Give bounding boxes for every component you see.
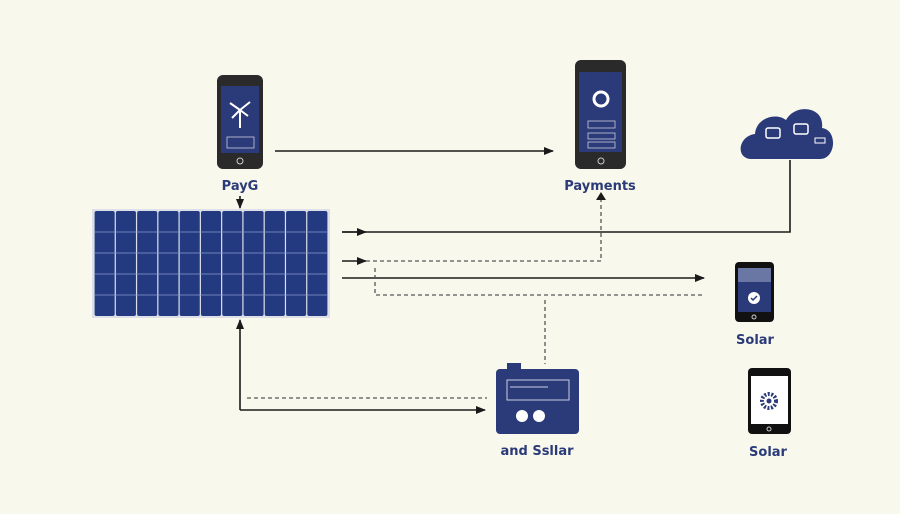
solar-label-1: Solar <box>736 333 775 348</box>
solar-cell-column <box>286 211 307 316</box>
solar-cell-column <box>307 211 328 316</box>
dashed-panel-to-solar <box>374 268 705 296</box>
charge-controller[interactable] <box>496 363 579 434</box>
solar-panel <box>92 209 330 318</box>
payg-label: PayG <box>222 179 259 194</box>
payments-phone[interactable] <box>575 60 626 169</box>
solar-cell-column <box>264 211 285 316</box>
controller-label: and Ssllar <box>500 444 574 459</box>
solar-cell-column <box>222 211 243 316</box>
solar-cell-column <box>94 211 115 316</box>
solar-phone-2[interactable] <box>748 368 791 434</box>
arrowhead-payments <box>596 192 606 200</box>
solar-cell-column <box>200 211 222 316</box>
gear-icon <box>760 392 778 410</box>
solar-phone-1[interactable] <box>735 262 774 322</box>
line-cloud-to-panel <box>342 160 791 233</box>
wind-turbine-icon <box>229 101 251 128</box>
payments-label: Payments <box>564 179 636 194</box>
solar-cell-column <box>243 211 264 316</box>
solar-cell-column <box>137 211 158 316</box>
cloud-server-icon[interactable] <box>740 109 834 159</box>
payg-phone[interactable] <box>217 75 263 169</box>
solar-cell-column <box>115 211 136 316</box>
solar-cell-column <box>179 211 200 316</box>
payment-icon <box>592 90 610 108</box>
solar-label-2: Solar <box>749 445 788 460</box>
dashed-panel-to-payments <box>366 198 602 262</box>
solar-cell-column <box>158 211 179 316</box>
